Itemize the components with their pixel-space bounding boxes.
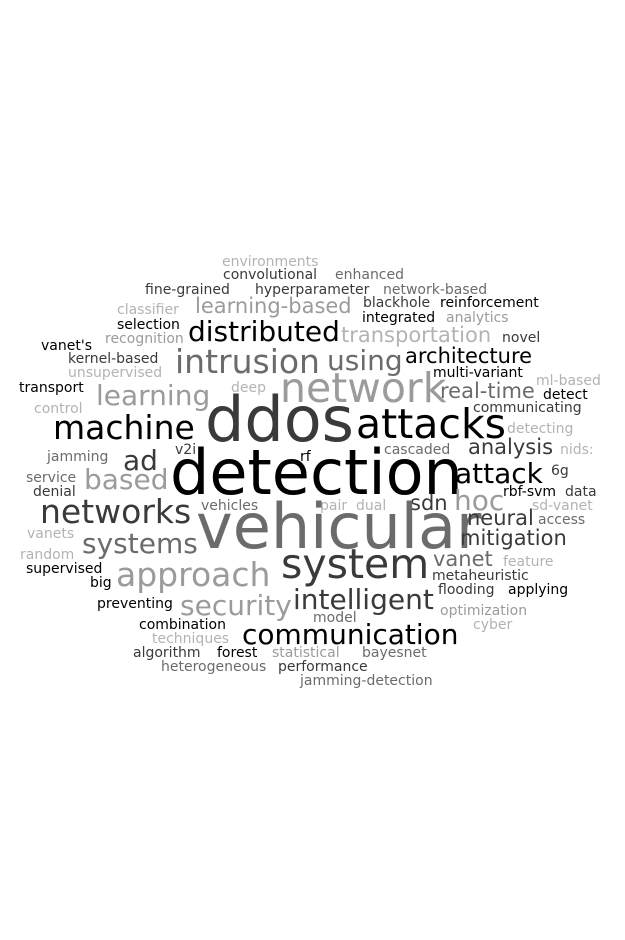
word-transportation: transportation xyxy=(341,323,492,347)
word-jamming-detection: jamming-detection xyxy=(300,673,433,689)
word-architecture: architecture xyxy=(405,344,533,368)
word-feature: feature xyxy=(503,554,554,570)
word-detection: detection xyxy=(170,436,463,509)
word-deep: deep xyxy=(231,380,266,396)
word-enhanced: enhanced xyxy=(335,267,405,283)
word-sd-vanet: sd-vanet xyxy=(532,498,593,514)
word-optimization: optimization xyxy=(440,603,528,619)
word-rbf-svm: rbf-svm xyxy=(503,484,557,500)
word-integrated: integrated xyxy=(362,310,436,326)
word-heterogeneous: heterogeneous xyxy=(161,659,267,675)
word-network-based: network-based xyxy=(383,282,488,298)
word-access: access xyxy=(538,512,586,528)
word-distributed: distributed xyxy=(188,315,340,348)
word-flooding: flooding xyxy=(438,582,495,598)
word-kernel-based: kernel-based xyxy=(68,351,159,367)
word-performance: performance xyxy=(278,659,368,675)
word-analysis: analysis xyxy=(468,435,554,459)
word-dual: dual xyxy=(356,498,387,514)
word-communication: communication xyxy=(242,618,459,651)
word-unsupervised: unsupervised xyxy=(68,365,163,381)
word-metaheuristic: metaheuristic xyxy=(432,568,529,584)
word-bayesnet: bayesnet xyxy=(362,645,427,661)
word-using: using xyxy=(327,344,403,377)
word-denial: denial xyxy=(33,484,76,500)
word-real-time: real-time xyxy=(440,379,535,403)
word-supervised: supervised xyxy=(26,561,103,577)
word-sdn: sdn xyxy=(410,491,448,515)
word-convolutional: convolutional xyxy=(223,267,318,283)
word-vehicular: vehicular xyxy=(196,490,482,563)
word-vehicles: vehicles xyxy=(201,498,259,514)
word-nids: nids: xyxy=(560,442,594,458)
word-hyperparameter: hyperparameter xyxy=(255,282,370,298)
word-techniques: techniques xyxy=(152,631,230,647)
word-systems: systems xyxy=(82,527,198,560)
word-v2i: v2i xyxy=(175,442,197,458)
word-applying: applying xyxy=(508,582,569,598)
word-based: based xyxy=(84,463,169,496)
word-intelligent: intelligent xyxy=(293,583,434,616)
word-cyber: cyber xyxy=(473,617,513,633)
word-attack: attack xyxy=(455,457,543,490)
word-big: big xyxy=(90,575,112,591)
word-reinforcement: reinforcement xyxy=(440,295,539,311)
word-detect: detect xyxy=(543,387,588,403)
word-model: model xyxy=(313,610,357,626)
word-pair: pair xyxy=(320,498,348,514)
word-control: control xyxy=(34,401,83,417)
word-classifier: classifier xyxy=(117,302,179,318)
word-approach: approach xyxy=(116,555,271,594)
word-data: data xyxy=(565,484,597,500)
word-vanets-apos: vanet's xyxy=(41,338,92,354)
word-algorithm: algorithm xyxy=(133,645,201,661)
word-multi-variant: multi-variant xyxy=(433,365,523,381)
word-security: security xyxy=(180,589,292,622)
word-analytics: analytics xyxy=(446,310,509,326)
word-machine: machine xyxy=(53,408,195,447)
word-service: service xyxy=(26,470,77,486)
word-detecting: detecting xyxy=(507,421,574,437)
word-rf: rf xyxy=(300,449,311,465)
word-transport: transport xyxy=(19,380,84,396)
word-intrusion: intrusion xyxy=(175,342,320,381)
word-mitigation: mitigation xyxy=(460,526,567,550)
word-vanet: vanet xyxy=(433,547,493,571)
word-fine-grained: fine-grained xyxy=(145,282,230,298)
word-communicating: communicating xyxy=(473,400,582,416)
word-preventing: preventing xyxy=(97,596,173,612)
word-6g: 6g xyxy=(551,463,569,479)
word-vanets: vanets xyxy=(27,526,75,542)
word-learning-based: learning-based xyxy=(195,294,352,318)
word-recognition: recognition xyxy=(105,331,184,347)
word-novel: novel xyxy=(502,330,541,346)
word-network: network xyxy=(280,364,447,412)
word-networks: networks xyxy=(40,492,192,531)
word-cascaded: cascaded xyxy=(384,442,451,458)
word-random: random xyxy=(20,547,75,563)
word-ml-based: ml-based xyxy=(536,373,601,389)
word-neural: neural xyxy=(467,506,534,530)
word-hoc: hoc xyxy=(454,484,505,517)
word-learning: learning xyxy=(96,379,211,412)
word-blackhole: blackhole xyxy=(363,295,431,311)
word-forest: forest xyxy=(217,645,258,661)
word-system: system xyxy=(281,540,430,588)
word-combination: combination xyxy=(139,617,226,633)
word-statistical: statistical xyxy=(272,645,340,661)
word-ad: ad xyxy=(123,444,158,477)
word-selection: selection xyxy=(117,317,180,333)
word-ddos: ddos xyxy=(205,383,354,456)
word-environments: environments xyxy=(222,254,319,270)
word-jamming: jamming xyxy=(47,449,109,465)
word-attacks: attacks xyxy=(356,400,507,448)
